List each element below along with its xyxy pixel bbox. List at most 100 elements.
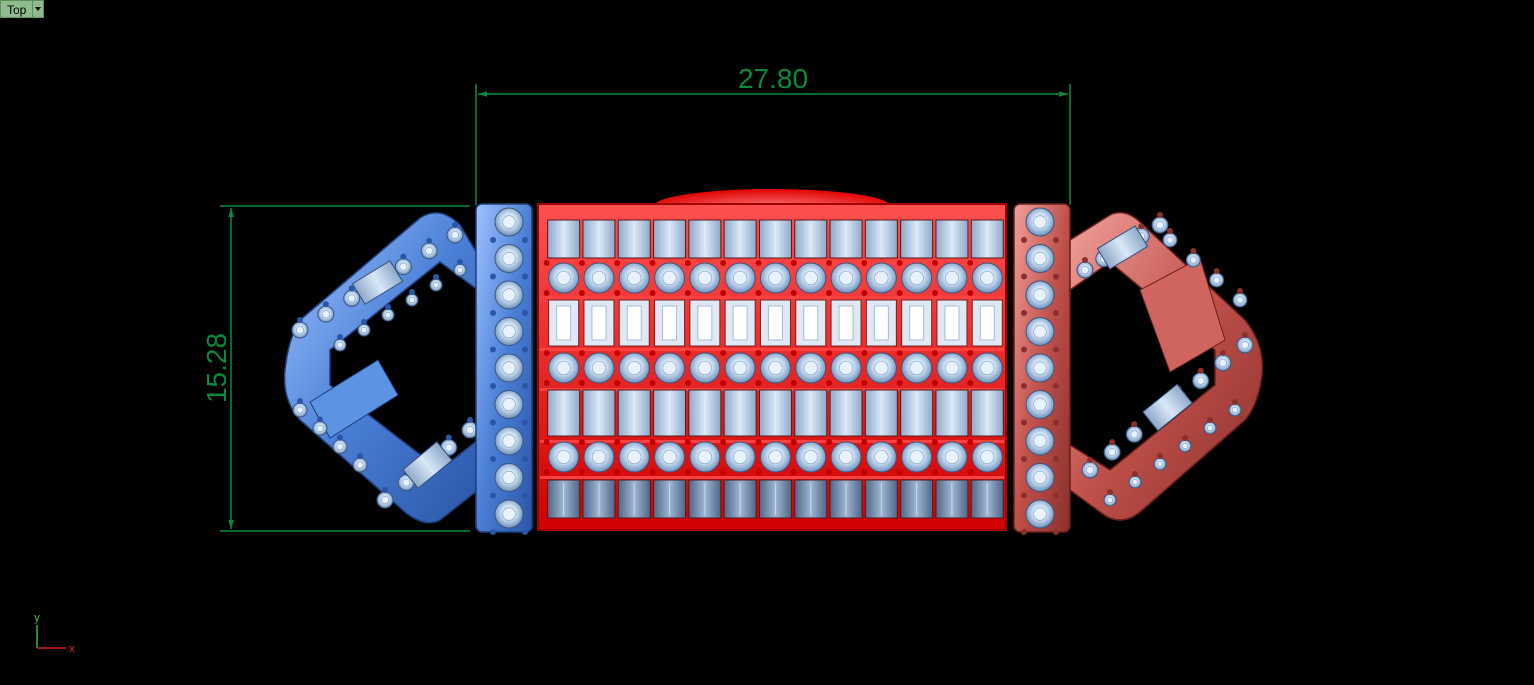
- prong: [1219, 349, 1226, 356]
- prong: [790, 439, 797, 445]
- round-gem: [618, 441, 650, 473]
- center-body-red[interactable]: [537, 189, 1007, 531]
- prong: [578, 380, 585, 386]
- prong: [490, 492, 496, 499]
- round-gem: [654, 352, 686, 384]
- height-dimension[interactable]: 15.28: [201, 205, 470, 532]
- left-link-blue[interactable]: [283, 212, 479, 524]
- prong: [720, 350, 727, 356]
- prong: [1087, 457, 1093, 463]
- prong: [1021, 346, 1027, 353]
- round-gem: [1228, 403, 1242, 417]
- height-dimension-label: 15.28: [201, 333, 232, 403]
- prong: [967, 260, 974, 266]
- prong: [861, 350, 868, 356]
- round-gem: [1209, 272, 1225, 288]
- prong: [361, 319, 367, 325]
- row-divider: [540, 296, 1004, 299]
- prong: [317, 416, 323, 423]
- prong: [614, 469, 621, 475]
- round-gem: [333, 338, 347, 352]
- prong: [490, 456, 496, 462]
- round-gem: [901, 441, 933, 473]
- prong: [578, 350, 585, 356]
- prong: [337, 434, 343, 441]
- round-gem: [971, 352, 1003, 384]
- round-gem: [446, 226, 464, 244]
- prong: [1021, 492, 1027, 499]
- prong: [578, 439, 585, 445]
- prong: [490, 529, 496, 535]
- baguette-table: [591, 305, 607, 341]
- viewport-tab[interactable]: Top: [0, 0, 45, 18]
- round-gem: [795, 441, 827, 473]
- round-gem: [548, 352, 580, 384]
- prong: [790, 260, 797, 266]
- prong: [543, 380, 550, 386]
- prong: [967, 290, 974, 296]
- prong: [1053, 310, 1059, 316]
- right-column-salmon[interactable]: [1013, 203, 1071, 535]
- round-gem: [830, 352, 862, 384]
- row-divider: [540, 440, 1004, 443]
- prong: [1167, 228, 1173, 234]
- prong: [684, 290, 691, 296]
- round-gem: [1185, 252, 1201, 268]
- round-gem: [971, 441, 1003, 473]
- right-link-salmon[interactable]: [1069, 211, 1264, 521]
- chevron-down-icon[interactable]: [33, 0, 45, 18]
- round-gem: [1025, 499, 1055, 529]
- viewport-title[interactable]: Top: [0, 0, 34, 18]
- round-gem: [1025, 463, 1055, 492]
- prong: [409, 289, 415, 295]
- axis-y-label: y: [34, 612, 40, 624]
- prong: [861, 260, 868, 266]
- prong: [1053, 383, 1059, 389]
- round-gem: [724, 441, 756, 473]
- prong: [967, 350, 974, 356]
- prong: [790, 350, 797, 356]
- prong: [1053, 492, 1059, 499]
- prong: [896, 439, 903, 445]
- prong: [720, 469, 727, 475]
- width-dimension[interactable]: 27.80: [475, 63, 1071, 205]
- round-gem: [865, 352, 897, 384]
- prong: [896, 260, 903, 266]
- prong: [861, 439, 868, 445]
- prong: [1021, 383, 1027, 389]
- prong: [896, 380, 903, 386]
- prong: [490, 273, 496, 280]
- round-gem: [381, 308, 395, 322]
- prong: [826, 469, 833, 475]
- prong: [861, 290, 868, 296]
- round-gem: [1025, 207, 1055, 237]
- prong: [1157, 453, 1163, 459]
- prong: [1207, 417, 1213, 423]
- baguette-table: [803, 305, 819, 341]
- prong: [614, 260, 621, 266]
- round-gem: [1192, 372, 1210, 390]
- prong: [684, 439, 691, 445]
- round-gem: [420, 242, 438, 260]
- prong: [649, 350, 656, 356]
- prong: [967, 439, 974, 445]
- baguette-row: [547, 479, 1004, 519]
- prong: [684, 350, 691, 356]
- baguette-table: [626, 305, 642, 341]
- prong: [1053, 273, 1059, 280]
- prong: [1021, 273, 1027, 280]
- prong: [522, 529, 528, 535]
- baguette-table: [556, 305, 572, 341]
- round-gem: [312, 420, 328, 436]
- round-gem: [936, 262, 968, 294]
- round-gem: [971, 262, 1003, 294]
- prong: [1053, 419, 1059, 426]
- baguette-table: [767, 305, 783, 341]
- left-column-blue[interactable]: [475, 203, 533, 535]
- baguette-gem: [1096, 225, 1149, 270]
- prong: [578, 469, 585, 475]
- prong: [445, 434, 452, 441]
- prong: [426, 237, 433, 244]
